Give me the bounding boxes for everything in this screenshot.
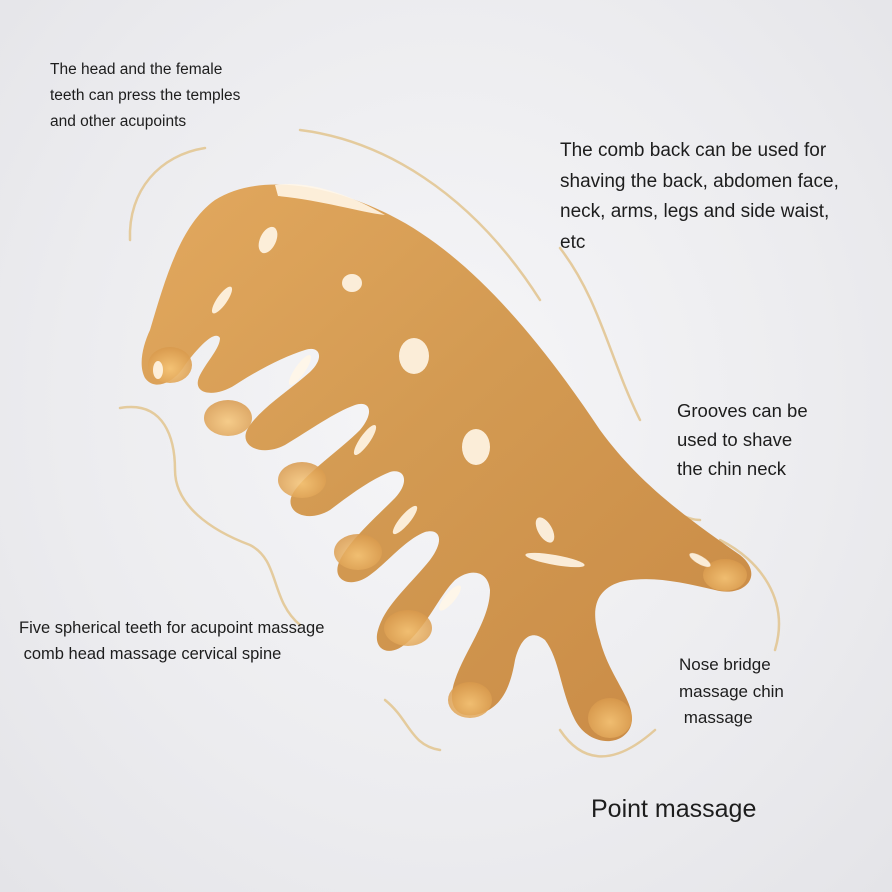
annotation-line: Five spherical teeth for acupoint massag… <box>19 619 325 637</box>
annotation-nose-bridge: Nose bridge massage chin massage <box>679 656 784 736</box>
annotation-line: teeth can press the temples <box>50 87 241 104</box>
annotation-point-massage: Point massage <box>591 795 757 823</box>
annotation-line: etc <box>560 231 586 253</box>
annotation-line: massage <box>679 708 753 727</box>
annotation-line: The comb back can be used for <box>560 140 827 161</box>
annotation-line: the chin neck <box>677 458 787 479</box>
annotation-line: shaving the back, abdomen face, <box>560 170 839 192</box>
motion-lines <box>118 128 781 758</box>
annotation-line: Grooves can be <box>677 400 808 421</box>
annotation-line: massage chin <box>679 681 784 701</box>
comb-highlights <box>153 184 711 611</box>
annotation-line: comb head massage cervical spine <box>19 645 282 663</box>
comb-body <box>141 184 752 742</box>
annotation-comb-back: The comb back can be used for shaving th… <box>560 141 839 263</box>
annotation-grooves: Grooves can be used to shave the chin ne… <box>677 400 808 489</box>
annotation-line: and other acupoints <box>50 113 187 130</box>
annotation-line: Nose bridge <box>679 655 771 674</box>
annotation-line: neck, arms, legs and side waist, <box>560 201 830 222</box>
annotation-line: used to shave <box>677 429 793 450</box>
annotation-line: The head and the female <box>50 61 223 78</box>
annotation-spherical-teeth: Five spherical teeth for acupoint massag… <box>19 620 324 672</box>
annotation-head-teeth: The head and the female teeth can press … <box>50 62 240 140</box>
